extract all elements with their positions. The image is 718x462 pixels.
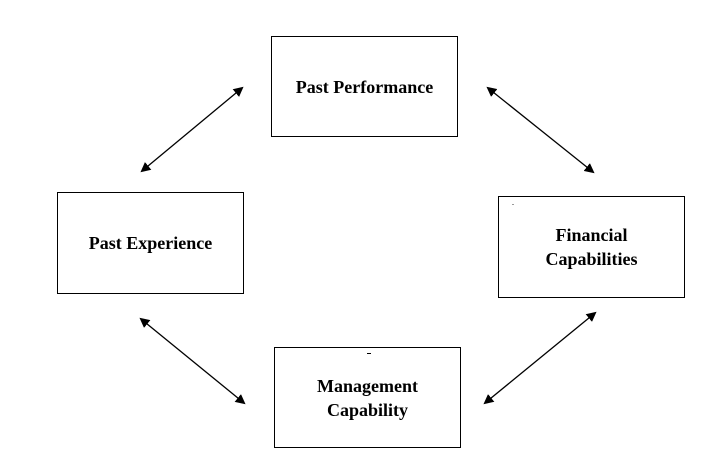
node-label-past-experience: Past Experience (88, 233, 213, 253)
node-label-management-capability: Management Capability (317, 375, 418, 420)
stray-mark (367, 353, 371, 354)
arrow-management-financial (483, 311, 597, 405)
arrow-performance-financial (486, 86, 595, 174)
stray-mark (512, 204, 514, 205)
node-past-performance: Past Performance (271, 36, 458, 137)
arrow-experience-performance (140, 86, 244, 173)
node-label-financial-capabilities: Financial Capabilities (545, 225, 638, 269)
node-label-past-performance: Past Performance (295, 76, 434, 97)
node-past-experience: Past Experience (57, 192, 244, 294)
node-management-capability: Management Capability (274, 347, 461, 448)
arrow-experience-management (139, 317, 246, 405)
node-financial-capabilities: Financial Capabilities (498, 196, 685, 298)
